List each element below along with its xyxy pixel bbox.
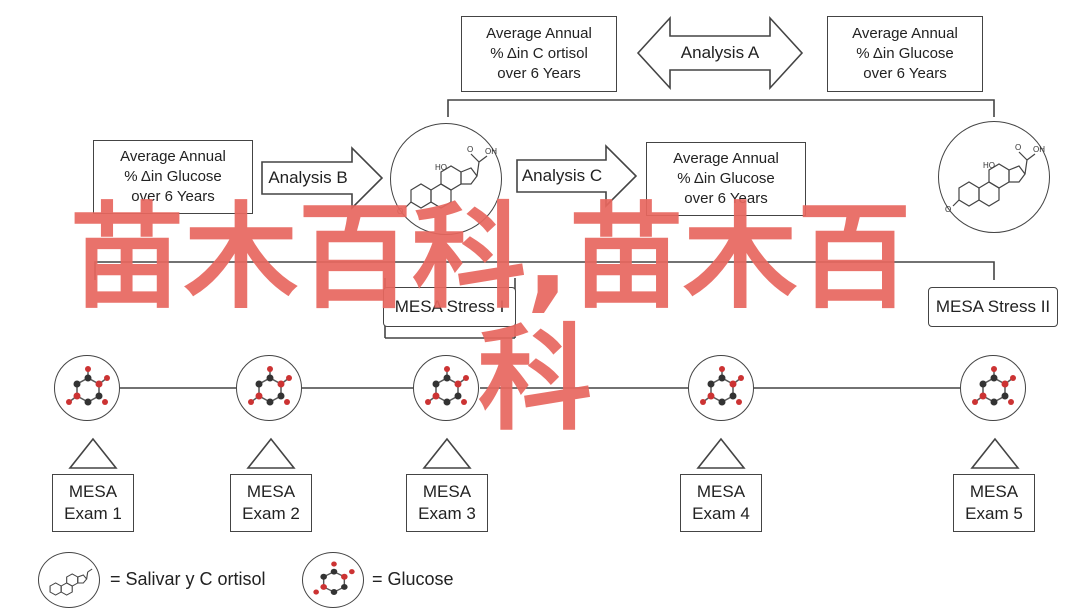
svg-text:OH: OH — [1033, 145, 1045, 154]
box-line: Average Annual — [486, 25, 592, 42]
exam-line: MESA — [246, 482, 296, 501]
stress-2-box: MESA Stress II — [928, 287, 1058, 327]
exam-line: Exam 2 — [242, 504, 300, 523]
svg-text:O: O — [467, 145, 473, 154]
box-line: Average Annual — [120, 148, 226, 165]
glucose-change-top-box: Average Annual % Δin Glucose over 6 Year… — [827, 16, 983, 92]
box-line: over 6 Years — [497, 65, 581, 82]
legend-glucose-label: = Glucose — [372, 569, 454, 589]
triangle-icon — [422, 437, 472, 469]
glucose-circle — [54, 355, 120, 421]
analysis-a-bracket — [447, 99, 995, 117]
exam-line: Exam 4 — [692, 504, 750, 523]
glucose-change-b-box: Average Annual % Δin Glucose over 6 Year… — [93, 140, 253, 214]
cortisol-change-box: Average Annual % Δin C ortisol over 6 Ye… — [461, 16, 617, 92]
svg-text:HO: HO — [983, 161, 995, 170]
glucose-circle — [960, 355, 1026, 421]
glucose-change-c-box: Average Annual % Δin Glucose over 6 Year… — [646, 142, 806, 216]
svg-text:HO: HO — [435, 163, 447, 172]
box-line: Average Annual — [852, 25, 958, 42]
exam-2-box: MESA Exam 2 — [230, 474, 312, 532]
analysis-c-label: Analysis C — [521, 166, 603, 185]
exam-line: MESA — [422, 482, 472, 501]
legend-glucose-circle — [302, 552, 364, 608]
exam-line: MESA — [969, 482, 1019, 501]
exam-3-box: MESA Exam 3 — [406, 474, 488, 532]
triangle-icon — [696, 437, 746, 469]
triangle-icon — [970, 437, 1020, 469]
svg-text:O: O — [945, 205, 951, 214]
legend-cortisol-circle — [38, 552, 100, 608]
glucose-circle — [688, 355, 754, 421]
box-line: over 6 Years — [131, 188, 215, 205]
exam-line: MESA — [68, 482, 118, 501]
box-line: over 6 Years — [684, 190, 768, 207]
svg-text:OH: OH — [485, 147, 497, 156]
exam-4-box: MESA Exam 4 — [680, 474, 762, 532]
svg-text:O: O — [397, 207, 403, 216]
svg-text:O: O — [1015, 143, 1021, 152]
exam-line: Exam 1 — [64, 504, 122, 523]
glucose-molecule-icon — [972, 366, 1016, 406]
stress-1-label: MESA Stress I — [394, 297, 505, 316]
glucose-molecule-icon — [313, 561, 355, 595]
watermark-line-2: 科 — [478, 313, 593, 446]
exam-line: Exam 5 — [965, 504, 1023, 523]
box-line: Average Annual — [673, 150, 779, 167]
glucose-molecule-icon — [66, 366, 110, 406]
glucose-circle — [236, 355, 302, 421]
triangle-icon — [246, 437, 296, 469]
glucose-circle — [413, 355, 479, 421]
box-line: % Δin C ortisol — [490, 45, 588, 62]
exam-line: MESA — [696, 482, 746, 501]
right-arrow-icon — [516, 144, 638, 208]
exam-line: Exam 3 — [418, 504, 476, 523]
box-line: % Δin Glucose — [677, 170, 775, 187]
double-arrow-icon — [636, 15, 804, 91]
glucose-molecule-icon — [248, 366, 292, 406]
triangle-icon — [68, 437, 118, 469]
exam-1-box: MESA Exam 1 — [52, 474, 134, 532]
glucose-molecule-icon — [425, 366, 469, 406]
legend-cortisol-label: = Salivar y C ortisol — [110, 569, 266, 589]
box-line: over 6 Years — [863, 65, 947, 82]
box-line: % Δin Glucose — [124, 168, 222, 185]
watermark-line-1: 苗木百科,苗木百 — [70, 191, 912, 324]
glucose-molecule-icon — [700, 366, 744, 406]
stress-2-label: MESA Stress II — [935, 297, 1051, 316]
cortisol-molecule-icon — [49, 568, 93, 596]
analysis-b-label: Analysis B — [268, 168, 348, 187]
stress-bracket — [94, 261, 995, 280]
box-line: % Δin Glucose — [856, 45, 954, 62]
right-arrow-icon — [261, 146, 384, 210]
stress-1-box: MESA Stress I — [383, 287, 516, 327]
analysis-a-label: Analysis A — [680, 43, 760, 62]
exam-5-box: MESA Exam 5 — [953, 474, 1035, 532]
